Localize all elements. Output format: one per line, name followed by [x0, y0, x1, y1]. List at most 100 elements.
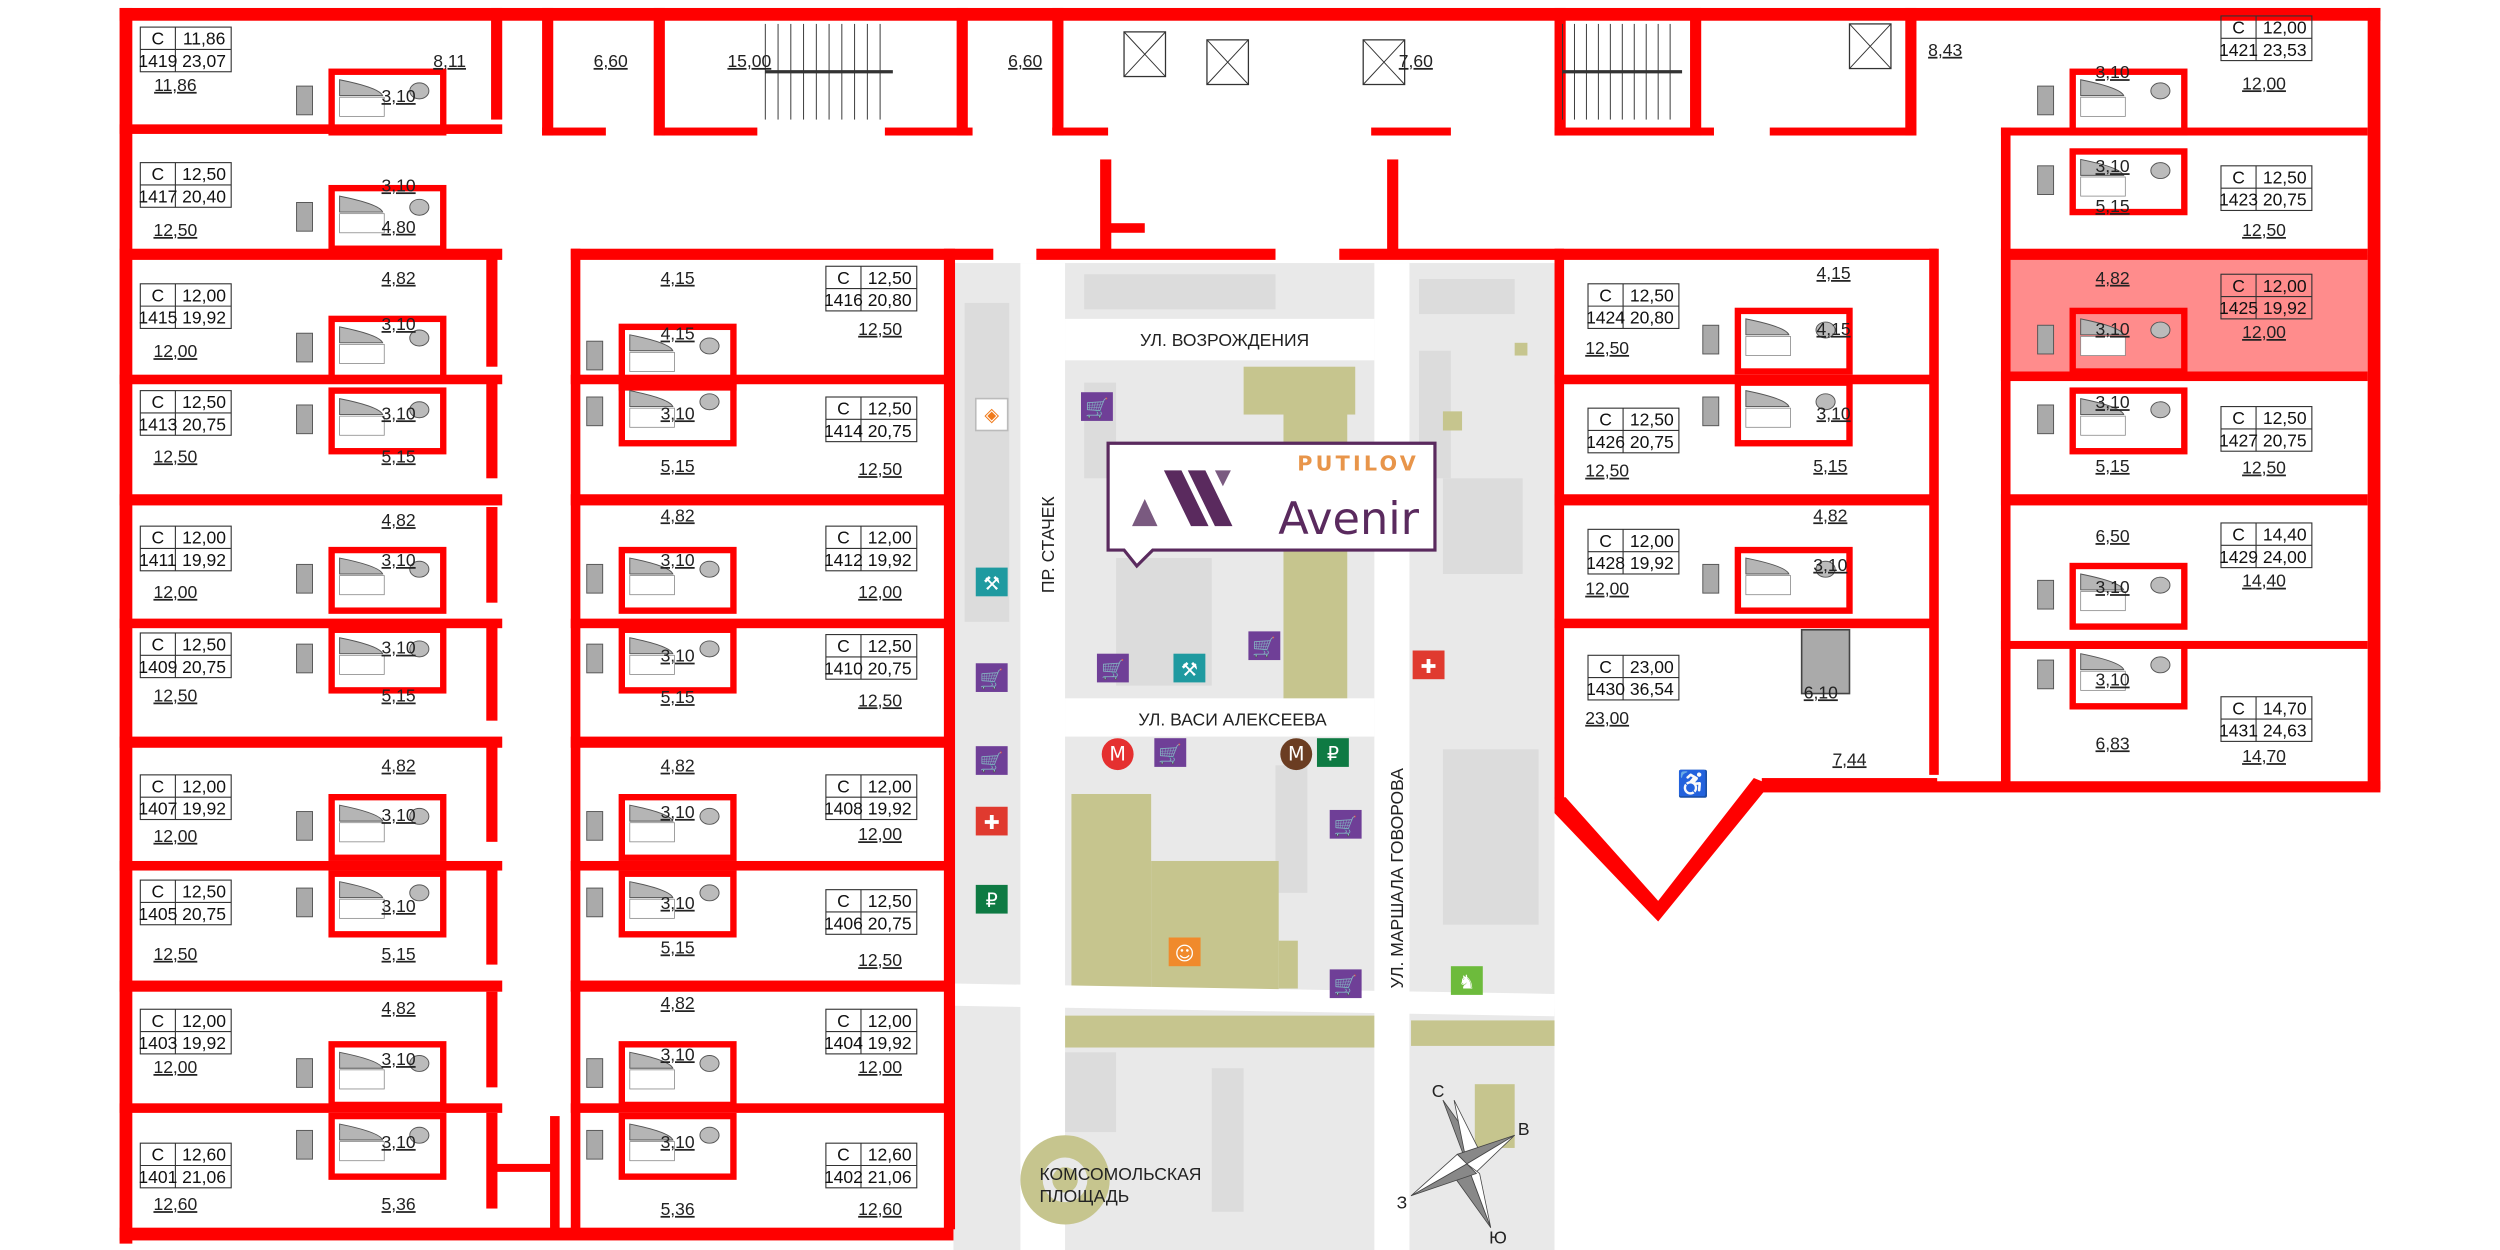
- pharmacy-cross-icon: ✚: [975, 806, 1008, 836]
- sink-counter-icon: [339, 898, 385, 919]
- unit-living: 12,60: [868, 1145, 912, 1165]
- unit-total: 19,92: [1630, 553, 1674, 573]
- wall: [884, 127, 973, 136]
- wall: [486, 1112, 498, 1209]
- unit-total: 36,54: [1630, 679, 1674, 699]
- wall: [1052, 127, 1109, 136]
- compass-north: С: [1432, 1081, 1445, 1101]
- bathroom-walls: [1734, 379, 1853, 447]
- shower-icon: [2080, 318, 2125, 336]
- bathroom-walls: [618, 546, 737, 614]
- wall: [570, 494, 954, 506]
- sink-counter-icon: [1745, 407, 1791, 428]
- svg-text:₽: ₽: [986, 889, 998, 912]
- stove-icon: [296, 332, 313, 363]
- wall: [570, 374, 954, 385]
- street-label-stachek: ПР. СТАЧЕК: [1038, 496, 1058, 594]
- unit-total: 23,53: [2263, 40, 2307, 60]
- room-area-label: 6,10: [1804, 682, 1838, 702]
- sink-counter-icon: [1745, 575, 1791, 596]
- unit-type: С: [837, 399, 850, 419]
- unit-total: 20,75: [182, 657, 226, 677]
- stove-icon: [586, 887, 604, 918]
- toilet-icon: [409, 1126, 430, 1144]
- unit-total: 19,92: [182, 550, 226, 570]
- wall: [119, 860, 503, 871]
- stove-icon: [2037, 659, 2055, 690]
- room-area-label: 5,15: [382, 944, 416, 964]
- unit-living: 12,00: [182, 285, 226, 305]
- unit-num: 1427: [2219, 430, 2258, 450]
- unit-type: С: [1599, 410, 1612, 430]
- compass-west: З: [1397, 1193, 1408, 1213]
- room-area-label: 3,10: [2096, 156, 2130, 176]
- shopping-cart-icon: 🛒: [1329, 809, 1362, 839]
- shower-icon: [629, 637, 674, 655]
- shopping-cart-icon: 🛒: [975, 746, 1008, 775]
- wall: [570, 860, 954, 871]
- wall: [542, 7, 554, 136]
- bathroom-walls: [618, 794, 737, 861]
- bathroom-walls: [618, 323, 737, 391]
- unit-num: 1429: [2219, 547, 2258, 567]
- wall: [1100, 159, 1112, 256]
- sink-counter-icon: [2080, 336, 2126, 356]
- elevator-shaft-icon: [1123, 31, 1167, 78]
- unit-living: 12,50: [1630, 410, 1674, 430]
- unit-total: 19,92: [182, 799, 226, 819]
- room-area-label: 12,00: [858, 1057, 902, 1077]
- unit-type: С: [2232, 408, 2245, 428]
- room-area-label: 8,43: [1928, 40, 1962, 60]
- wall: [953, 248, 994, 260]
- room-area-label: 12,00: [1585, 579, 1629, 599]
- room-area-label: 3,10: [661, 403, 695, 423]
- wall: [542, 127, 606, 136]
- shower-icon: [339, 398, 384, 416]
- theatre-masks-icon: ☺: [1168, 937, 1201, 967]
- room-area-label: 3,10: [661, 550, 695, 570]
- stove-icon: [586, 563, 604, 594]
- unit-total: 19,92: [182, 1033, 226, 1053]
- unit-num: 1413: [138, 414, 177, 434]
- gym-dumbbell-icon: ⚒: [975, 567, 1008, 597]
- unit-type: С: [837, 268, 850, 288]
- sink-counter-icon: [629, 575, 675, 596]
- staircase-icon: [764, 23, 893, 120]
- room-area-label: 3,10: [2096, 577, 2130, 597]
- stove-icon: [1702, 324, 1720, 355]
- unit-living: 12,50: [868, 636, 912, 656]
- svg-text:M: M: [1288, 743, 1305, 766]
- unit-num: 1401: [138, 1167, 177, 1187]
- room-area-label: 12,50: [858, 950, 902, 970]
- room-area-label: 12,50: [858, 319, 902, 339]
- toilet-icon: [409, 640, 430, 658]
